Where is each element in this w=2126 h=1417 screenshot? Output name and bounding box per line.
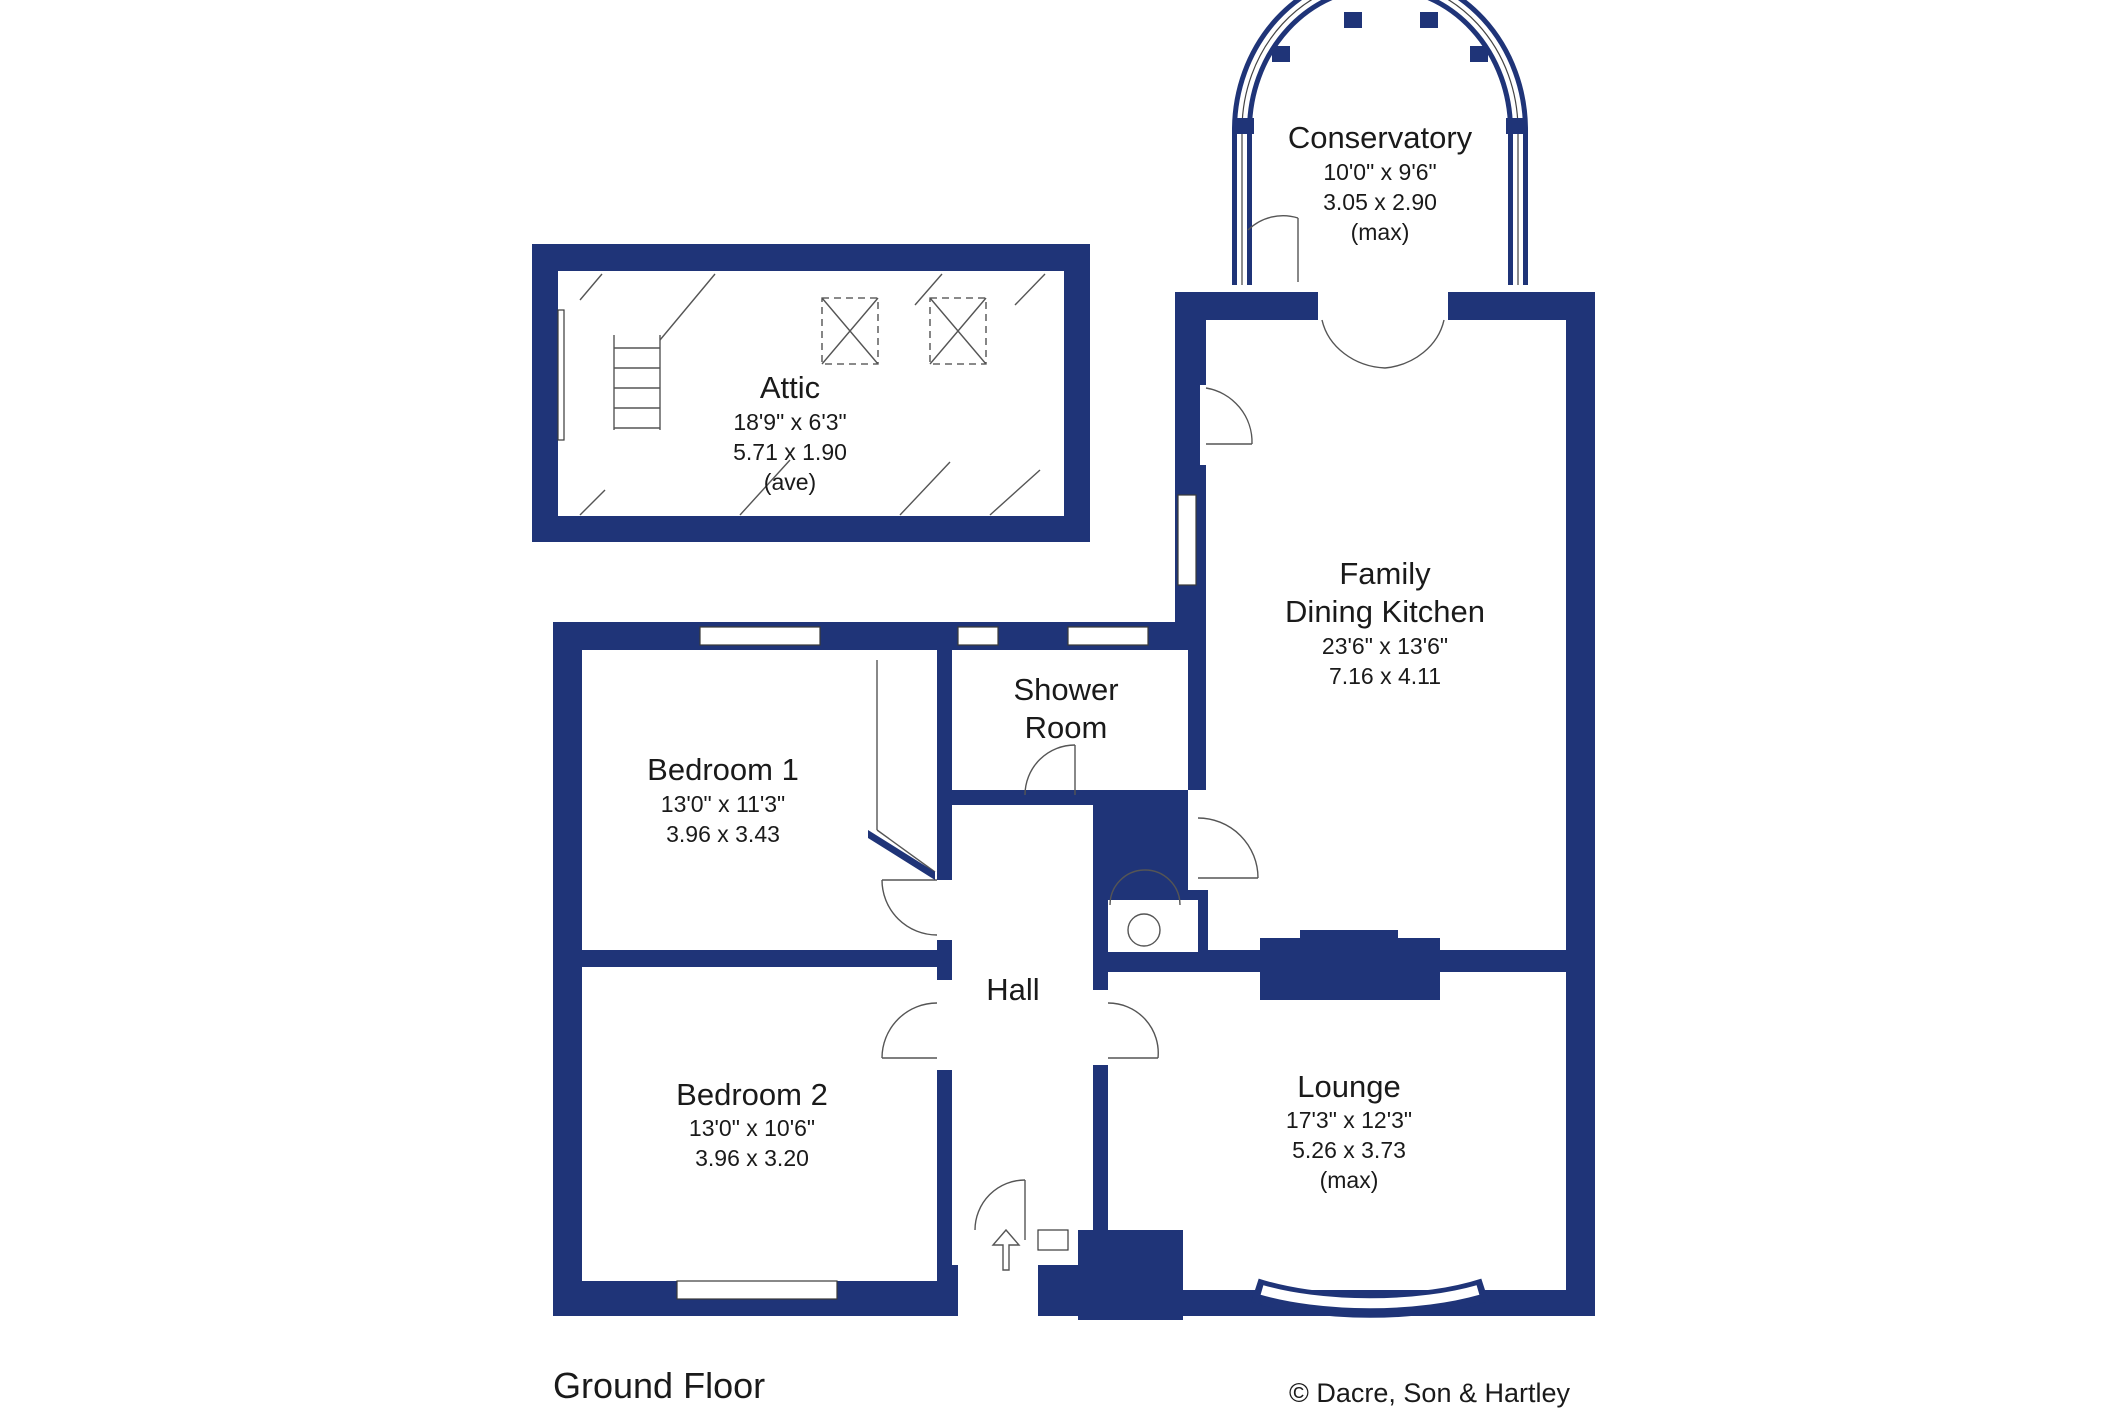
cylinder-cupboard: [1109, 869, 1181, 947]
svg-text:Room: Room: [1025, 710, 1108, 745]
entrance-arrow-icon: [991, 1228, 1021, 1271]
svg-text:(ave): (ave): [764, 469, 816, 495]
svg-text:13'0" x 11'3": 13'0" x 11'3": [661, 791, 785, 817]
svg-text:Hall: Hall: [986, 972, 1039, 1007]
floor-label: Ground Floor: [553, 1365, 765, 1406]
svg-text:3.96 x 3.43: 3.96 x 3.43: [666, 821, 780, 847]
svg-text:5.71 x 1.90: 5.71 x 1.90: [733, 439, 847, 465]
label-bedroom-2: Bedroom 2 13'0" x 10'6" 3.96 x 3.20: [676, 1077, 828, 1171]
svg-text:Family: Family: [1339, 556, 1431, 591]
svg-text:(max): (max): [1351, 219, 1410, 245]
svg-text:18'9" x 6'3": 18'9" x 6'3": [733, 409, 846, 435]
house-walls: [553, 292, 1595, 1320]
label-shower-room: Shower Room: [1013, 672, 1118, 745]
label-hall: Hall: [986, 972, 1039, 1007]
ladder-icon: [613, 335, 661, 430]
label-bedroom-1: Bedroom 1 13'0" x 11'3" 3.96 x 3.43: [647, 752, 799, 847]
windows: [676, 494, 1197, 1300]
skylight-icon: [929, 297, 987, 365]
svg-text:5.26 x 3.73: 5.26 x 3.73: [1292, 1137, 1406, 1163]
attic: [532, 244, 1090, 542]
svg-text:Lounge: Lounge: [1297, 1069, 1400, 1104]
copyright-notice: © Dacre, Son & Hartley: [1289, 1378, 1570, 1408]
conservatory: [1232, 0, 1528, 290]
svg-text:Bedroom 1: Bedroom 1: [647, 752, 799, 787]
svg-text:7.16 x 4.11: 7.16 x 4.11: [1329, 663, 1441, 689]
skylight-icon: [821, 297, 879, 365]
svg-text:23'6" x 13'6": 23'6" x 13'6": [1322, 633, 1448, 659]
svg-text:3.96 x 3.20: 3.96 x 3.20: [695, 1145, 809, 1171]
label-attic: Attic 18'9" x 6'3" 5.71 x 1.90 (ave): [733, 370, 847, 495]
svg-text:Conservatory: Conservatory: [1288, 120, 1473, 155]
doors: [868, 319, 1445, 1240]
svg-text:10'0" x 9'6": 10'0" x 9'6": [1323, 159, 1436, 185]
svg-text:Dining Kitchen: Dining Kitchen: [1285, 594, 1485, 629]
svg-text:13'0" x 10'6": 13'0" x 10'6": [689, 1115, 815, 1141]
svg-text:Bedroom 2: Bedroom 2: [676, 1077, 828, 1112]
svg-text:(max): (max): [1320, 1167, 1379, 1193]
label-lounge: Lounge 17'3" x 12'3" 5.26 x 3.73 (max): [1286, 1069, 1412, 1193]
svg-text:Shower: Shower: [1013, 672, 1118, 707]
label-conservatory: Conservatory 10'0" x 9'6" 3.05 x 2.90 (m…: [1288, 120, 1473, 245]
svg-text:3.05 x 2.90: 3.05 x 2.90: [1323, 189, 1437, 215]
svg-text:Attic: Attic: [760, 370, 820, 405]
label-family-dining-kitchen: Family Dining Kitchen 23'6" x 13'6" 7.16…: [1285, 556, 1485, 689]
svg-text:17'3" x 12'3": 17'3" x 12'3": [1286, 1107, 1412, 1133]
